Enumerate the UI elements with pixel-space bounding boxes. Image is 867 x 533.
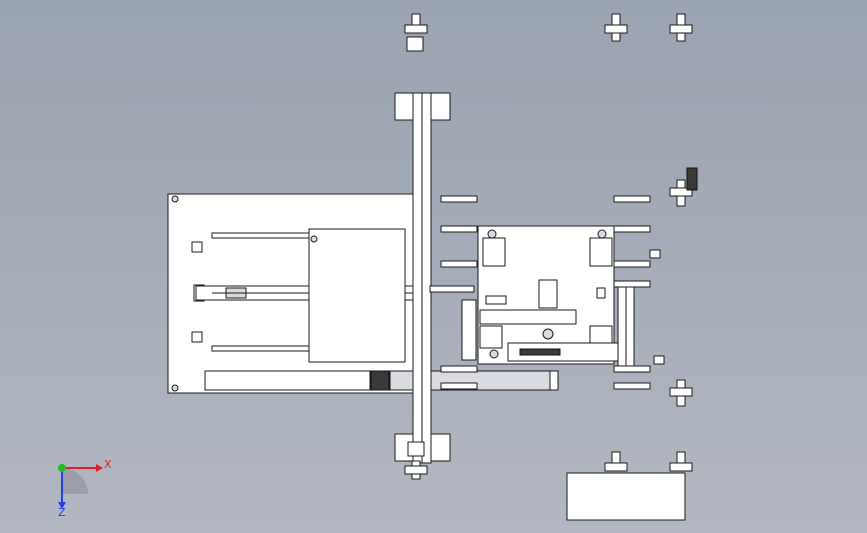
bottom-conveyor: [204, 370, 559, 391]
y-axis-dot: [58, 464, 66, 472]
top-sensor-left: [404, 13, 428, 52]
controller-box: [566, 472, 686, 521]
coordinate-triad: X Z: [58, 458, 112, 519]
sensor-bracket-side-top: [669, 167, 698, 207]
sensor-bracket-bottom-1: [604, 451, 628, 472]
slotted-bars-left: [429, 195, 478, 390]
z-axis-label: Z: [58, 506, 66, 519]
z-axis-head: [58, 502, 66, 509]
sensor-bracket-top-right-2: [669, 13, 693, 42]
slotted-bars-right: [613, 195, 651, 390]
x-axis-head: [96, 464, 103, 472]
sensor-bracket-top-right-1: [604, 13, 628, 42]
sensor-bracket-side-bottom: [669, 379, 693, 407]
motor-housing: [308, 228, 406, 363]
x-axis-label: X: [104, 458, 112, 471]
gantry-beam: [394, 92, 451, 464]
sensor-bracket-bottom-left: [404, 460, 428, 480]
carriage-plate: [461, 225, 629, 365]
sensor-bracket-bottom-2: [669, 451, 693, 472]
